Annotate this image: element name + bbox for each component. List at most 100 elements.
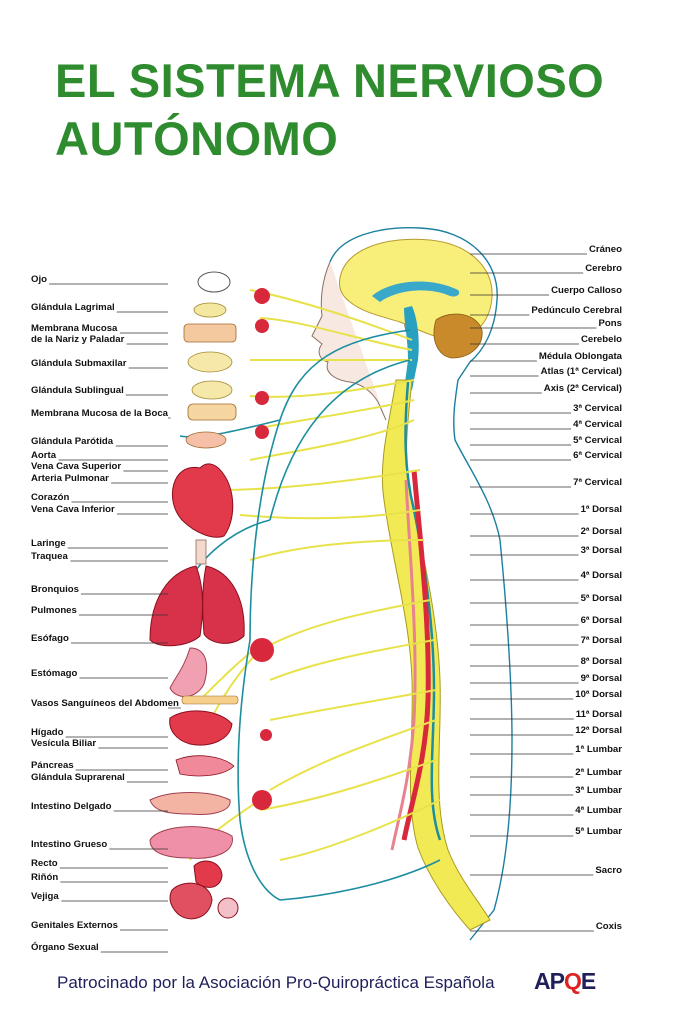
label-glandula-parotida: Glándula Parótida [31, 436, 114, 447]
logo-q: Q [563, 968, 582, 994]
label-lumbar-3: 3ª Lumbar [575, 785, 622, 796]
label-lumbar-5: 5ª Lumbar [575, 826, 622, 837]
submaxillary-gland [187, 351, 233, 373]
organs [149, 271, 245, 920]
label-lumbar-1: 1ª Lumbar [575, 744, 622, 755]
label-pedunculo-cerebral: Pedúnculo Cerebral [531, 305, 622, 316]
label-nariz-paladar: de la Nariz y Paladar [31, 334, 125, 345]
label-cerebelo: Cerebelo [581, 334, 622, 345]
label-glandula-sublingual: Glándula Sublingual [31, 385, 124, 396]
label-membrana-boca: Membrana Mucosa de la Boca [31, 408, 169, 419]
label-higado: Hígado [31, 727, 64, 738]
label-dorsal-7: 7ª Dorsal [581, 635, 622, 646]
sexual-organ [217, 897, 239, 919]
liver [169, 710, 233, 746]
label-bronquios: Bronquios [31, 584, 79, 595]
title-line-2: AUTÓNOMO [55, 112, 339, 165]
logo-e: E [580, 968, 596, 994]
heart [171, 463, 234, 538]
label-dorsal-2: 2ª Dorsal [581, 526, 622, 537]
eye [197, 271, 231, 293]
spinal-cord [404, 381, 442, 841]
abdomen-vessels [181, 695, 239, 705]
label-sacro: Sacro [595, 865, 622, 876]
pancreas [175, 755, 235, 777]
label-medula-oblongata: Médula Oblongata [539, 351, 623, 362]
label-pulmones: Pulmones [31, 605, 77, 616]
left-leader-lines [49, 283, 181, 953]
label-glandula-lagrimal: Glándula Lagrimal [31, 302, 115, 313]
label-vena-cava-superior: Vena Cava Superior [31, 461, 121, 472]
label-atlas: Atlas (1ª Cervical) [541, 366, 622, 377]
ganglia [250, 288, 274, 810]
small-intestine [149, 792, 231, 815]
right-labels: Cráneo Cerebro Cuerpo Calloso Pedúnculo … [531, 244, 622, 932]
label-membrana-mucosa: Membrana Mucosa [31, 323, 118, 334]
right-leader-lines [470, 253, 597, 932]
label-intestino-grueso: Intestino Grueso [31, 839, 107, 850]
bladder [169, 882, 213, 920]
lung-right [202, 565, 245, 644]
label-dorsal-12: 12ª Dorsal [575, 725, 622, 736]
logo-ap: AP [534, 968, 565, 994]
label-dorsal-5: 5ª Dorsal [581, 593, 622, 604]
label-genitales-externos: Genitales Externos [31, 920, 118, 931]
label-axis: Axis (2ª Cervical) [544, 383, 622, 394]
stomach [169, 647, 208, 697]
left-labels: Ojo Glándula Lagrimal Membrana Mucosa de… [31, 274, 179, 953]
label-vena-cava-inferior: Vena Cava Inferior [31, 504, 115, 515]
label-vejiga: Vejiga [31, 891, 59, 902]
label-cerebro: Cerebro [585, 263, 622, 274]
label-lumbar-2: 2ª Lumbar [575, 767, 622, 778]
label-corazon: Corazón [31, 492, 70, 503]
label-cervical-3: 3ª Cervical [573, 403, 622, 414]
mouth-mucosa [187, 403, 237, 421]
label-coxis: Coxis [596, 921, 622, 932]
large-intestine [149, 826, 233, 859]
label-craneo: Cráneo [589, 244, 622, 255]
face-profile [311, 261, 387, 421]
label-organo-sexual: Órgano Sexual [31, 941, 99, 953]
label-intestino-delgado: Intestino Delgado [31, 801, 112, 812]
apqe-logo: APQE [534, 968, 596, 995]
label-ojo: Ojo [31, 274, 47, 285]
trachea [195, 539, 207, 565]
label-aorta: Aorta [31, 450, 57, 461]
yellow-nerves [189, 289, 441, 861]
label-dorsal-8: 8ª Dorsal [581, 656, 622, 667]
corpus-callosum [372, 281, 460, 302]
lacrimal-gland [193, 302, 227, 318]
label-dorsal-4: 4ª Dorsal [581, 570, 622, 581]
brainstem [404, 306, 419, 390]
aorta-artery [401, 469, 431, 841]
parotid-gland [185, 431, 227, 449]
label-vesicula-biliar: Vesícula Biliar [31, 738, 96, 749]
label-dorsal-11: 11ª Dorsal [576, 709, 622, 720]
label-cuerpo-calloso: Cuerpo Calloso [551, 285, 622, 296]
label-glandula-submaxilar: Glándula Submaxilar [31, 358, 127, 369]
label-traquea: Traquea [31, 551, 68, 562]
label-dorsal-1: 1ª Dorsal [581, 504, 622, 515]
label-arteria-pulmonar: Arteria Pulmonar [31, 473, 109, 484]
sponsor-footer: Patrocinado por la Asociación Pro-Quirop… [57, 973, 495, 992]
vena-cava [390, 479, 417, 851]
label-estomago: Estómago [31, 668, 78, 679]
label-dorsal-6: 6ª Dorsal [581, 615, 622, 626]
label-laringe: Laringe [31, 538, 66, 549]
teal-nerves [179, 329, 441, 901]
label-cervical-5: 5ª Cervical [573, 435, 622, 446]
page-title: EL SISTEMA NERVIOSO AUTÓNOMO [55, 52, 604, 168]
label-glandula-suprarenal: Glándula Suprarenal [31, 772, 125, 783]
label-dorsal-9: 9ª Dorsal [581, 673, 622, 684]
label-pancreas: Páncreas [31, 760, 74, 771]
label-dorsal-10: 10ª Dorsal [575, 689, 622, 700]
sublingual-gland [191, 380, 233, 400]
label-recto: Recto [31, 858, 58, 869]
kidney [193, 860, 223, 888]
label-rinon: Riñón [31, 872, 58, 883]
spinal-column [381, 379, 491, 931]
label-cervical-4: 4ª Cervical [573, 419, 622, 430]
lung-left [149, 565, 204, 647]
label-esofago: Esófago [31, 633, 69, 644]
